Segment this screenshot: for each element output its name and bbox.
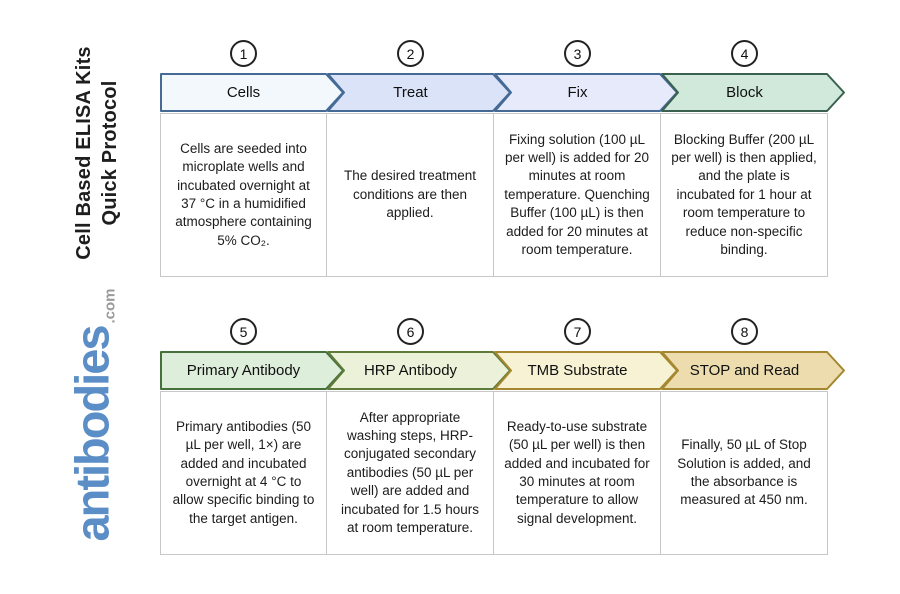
step-description-box: Finally, 50 µL of Stop Solution is added… (661, 391, 828, 555)
chevron-polygon (160, 351, 344, 390)
step-4-block: 4 Block Blocking Buffer (200 µL per well… (661, 40, 845, 277)
step-number-badge: 2 (397, 40, 424, 67)
step-7-tmb-substrate: 7 TMB Substrate Ready-to-use substrate (… (494, 318, 678, 555)
step-number: 2 (406, 45, 415, 62)
brand-logo: antibodies .com (65, 288, 120, 541)
chevron-arrow-shape (661, 351, 845, 390)
step-number: 5 (239, 323, 248, 340)
step-arrow: Primary Antibody (160, 351, 344, 390)
step-arrow: STOP and Read (661, 351, 845, 390)
step-description: Cells are seeded into microplate wells a… (175, 140, 312, 248)
step-label: Primary Antibody (186, 362, 301, 379)
step-description: Ready-to-use substrate (50 µL per well) … (504, 418, 650, 526)
chevron-polygon (160, 73, 344, 112)
step-number: 8 (740, 323, 749, 340)
step-8-stop-and-read: 8 STOP and Read Finally, 50 µL of Stop S… (661, 318, 845, 555)
step-description-box: Cells are seeded into microplate wells a… (160, 113, 327, 277)
step-description: After appropriate washing steps, HRP-con… (340, 409, 480, 535)
step-arrow: TMB Substrate (494, 351, 678, 390)
step-description: Primary antibodies (50 µL per well, 1×) … (172, 418, 315, 526)
step-label: Cells (226, 84, 261, 101)
step-label: Block (726, 84, 763, 101)
step-1-cells: 1 Cells Cells are seeded into microplate… (160, 40, 344, 277)
step-description: The desired treatment conditions are the… (343, 168, 477, 221)
step-label: Fix (567, 84, 588, 101)
step-number: 7 (573, 323, 582, 340)
chevron-arrow-shape (160, 73, 344, 112)
step-description-box: Blocking Buffer (200 µL per well) is the… (661, 113, 828, 277)
step-description-box: The desired treatment conditions are the… (327, 113, 494, 277)
step-description-box: Fixing solution (100 µL per well) is add… (494, 113, 661, 277)
step-description: Blocking Buffer (200 µL per well) is the… (671, 131, 817, 257)
brand-name: antibodies (65, 326, 119, 542)
chevron-polygon (661, 351, 845, 390)
step-3-fix: 3 Fix Fixing solution (100 µL per well) … (494, 40, 678, 277)
step-arrow: Treat (327, 73, 511, 112)
chevron-polygon (494, 351, 678, 390)
step-number: 3 (573, 45, 582, 62)
step-label: HRP Antibody (363, 362, 458, 379)
step-number-badge: 3 (564, 40, 591, 67)
chevron-arrow-shape (327, 73, 511, 112)
step-arrow: Cells (160, 73, 344, 112)
chevron-arrow-shape (494, 351, 678, 390)
chevron-arrow-shape (160, 351, 344, 390)
step-5-primary-antibody: 5 Primary Antibody Primary antibodies (5… (160, 318, 344, 555)
step-number: 6 (406, 323, 415, 340)
step-arrow: Fix (494, 73, 678, 112)
step-arrow: Block (661, 73, 845, 112)
step-label: Treat (393, 84, 428, 101)
step-6-hrp-antibody: 6 HRP Antibody After appropriate washing… (327, 318, 511, 555)
step-description: Fixing solution (100 µL per well) is add… (504, 131, 650, 257)
step-label: STOP and Read (689, 362, 800, 379)
brand-tld: .com (101, 288, 119, 324)
protocol-row-1: 1 Cells Cells are seeded into microplate… (160, 40, 845, 277)
protocol-row-2: 5 Primary Antibody Primary antibodies (5… (160, 318, 845, 555)
step-description-box: Ready-to-use substrate (50 µL per well) … (494, 391, 661, 555)
chevron-arrow-shape (327, 351, 511, 390)
step-number-badge: 5 (230, 318, 257, 345)
chevron-arrow-shape (661, 73, 845, 112)
chevron-arrow-shape (494, 73, 678, 112)
step-description: Finally, 50 µL of Stop Solution is added… (677, 437, 811, 508)
chevron-polygon (327, 73, 511, 112)
step-number-badge: 7 (564, 318, 591, 345)
step-description-box: Primary antibodies (50 µL per well, 1×) … (160, 391, 327, 555)
chevron-polygon (661, 73, 845, 112)
step-description-box: After appropriate washing steps, HRP-con… (327, 391, 494, 555)
chevron-polygon (494, 73, 678, 112)
step-number: 4 (740, 45, 749, 62)
page-title-line2: Quick Protocol (99, 80, 121, 226)
step-number-badge: 6 (397, 318, 424, 345)
step-label: TMB Substrate (527, 362, 628, 379)
chevron-polygon (327, 351, 511, 390)
step-number-badge: 4 (731, 40, 758, 67)
protocol-figure: 1 Cells Cells are seeded into microplate… (160, 0, 860, 594)
page-title: Cell Based ELISA Kits Quick Protocol (71, 46, 123, 260)
step-number-badge: 1 (230, 40, 257, 67)
step-number-badge: 8 (731, 318, 758, 345)
step-2-treat: 2 Treat The desired treatment conditions… (327, 40, 511, 277)
step-arrow: HRP Antibody (327, 351, 511, 390)
page-title-line1: Cell Based ELISA Kits (73, 46, 95, 260)
step-number: 1 (239, 45, 248, 62)
